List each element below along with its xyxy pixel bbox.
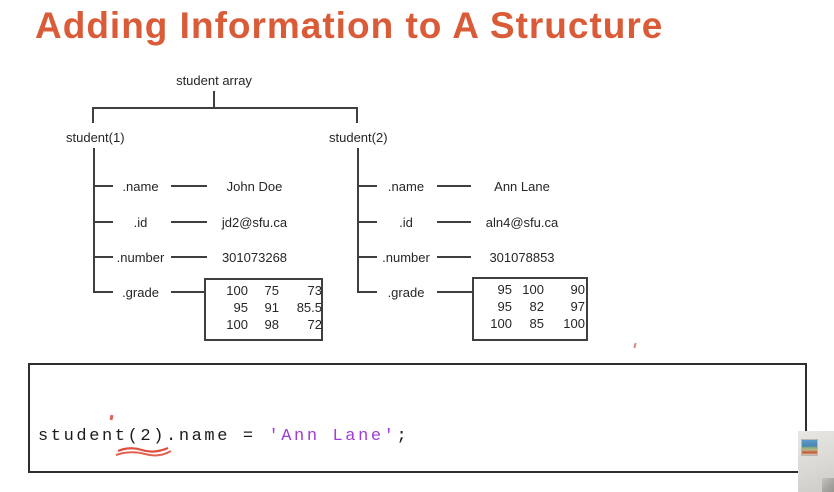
code-line-1: student(2).name = 'Ann Lane';: [38, 423, 717, 457]
code-member: .name =: [166, 427, 269, 446]
grade-cell: 90: [570, 282, 585, 297]
grade-matrix-student2: 95 100 90 95 82 97 100 85 100: [472, 277, 588, 341]
student1-trunk-line: [93, 148, 95, 293]
student1-dash-line: [171, 256, 207, 258]
field-label-number: .number: [116, 250, 165, 265]
grade-cell: 75: [264, 283, 279, 298]
webcam-overlay: [798, 431, 834, 492]
tree-right-drop-line: [356, 107, 358, 123]
field-label-grade: .grade: [122, 285, 159, 300]
grade-cell: 85: [529, 316, 544, 331]
student2-stub-line: [357, 185, 377, 187]
field-value-number: 301073268: [221, 250, 288, 265]
student2-dash-line: [437, 221, 471, 223]
grade-cell: 100: [226, 283, 248, 298]
code-terminator: ;: [396, 427, 410, 446]
grade-cell: 95: [497, 282, 512, 297]
student1-stub-line: [93, 291, 113, 293]
code-string: 'Ann Lane': [268, 427, 397, 446]
tree-branch-bar-line: [92, 107, 358, 109]
field-label-name: .name: [387, 179, 425, 194]
code-index: (2): [127, 427, 167, 446]
student2-dash-line: [437, 185, 471, 187]
field-value-name: Ann Lane: [494, 179, 550, 194]
student2-dash-line: [437, 291, 472, 293]
field-label-number: .number: [382, 250, 430, 265]
code-object: student: [38, 427, 128, 446]
field-value-number: 301078853: [489, 250, 555, 265]
grade-cell: 73: [307, 283, 322, 298]
grade-cell: 85.5: [296, 300, 322, 315]
grade-cell: 100: [522, 282, 544, 297]
field-label-id: .id: [399, 215, 413, 230]
student1-stub-line: [93, 221, 113, 223]
student2-stub-line: [357, 221, 377, 223]
grade-cell: 72: [307, 317, 322, 332]
student2-stub-line: [357, 291, 377, 293]
grade-cell: 100: [563, 316, 585, 331]
student2-stub-line: [357, 256, 377, 258]
grade-cell: 100: [490, 316, 512, 331]
student2-trunk-line: [357, 148, 359, 293]
grade-cell: 100: [226, 317, 248, 332]
slide-title: Adding Information to A Structure: [35, 5, 664, 46]
field-value-id: aln4@sfu.ca: [485, 215, 559, 230]
student1-dash-line: [171, 185, 207, 187]
node-label-student1: student(1): [66, 130, 125, 145]
code-listing: student(2).name = 'Ann Lane'; student(2)…: [38, 369, 717, 492]
field-value-id: jd2@sfu.ca: [221, 215, 288, 230]
node-label-student2: student(2): [329, 130, 388, 145]
field-label-name: .name: [122, 179, 159, 194]
grade-grid: 95 100 90 95 82 97 100 85 100: [476, 279, 586, 332]
grade-cell: 98: [264, 317, 279, 332]
red-squiggle-underline-icon: [115, 446, 172, 457]
field-value-name: John Doe: [226, 179, 283, 194]
code-index-annotated: (2): [115, 423, 172, 457]
student1-stub-line: [93, 185, 113, 187]
student1-stub-line: [93, 256, 113, 258]
grade-cell: 82: [529, 299, 544, 314]
student1-dash-line: [171, 291, 204, 293]
grade-cell: 91: [264, 300, 279, 315]
field-label-grade: .grade: [387, 285, 425, 300]
stray-red-mark: [633, 342, 637, 349]
grade-matrix-student1: 100 75 73 95 91 85.5 100 98 72: [204, 278, 323, 341]
tree-left-drop-line: [92, 107, 94, 123]
tree-root-stem-line: [213, 91, 215, 108]
student2-dash-line: [437, 256, 471, 258]
webcam-shadow-corner: [822, 478, 834, 492]
field-label-id: .id: [133, 215, 148, 230]
grade-cell: 97: [570, 299, 585, 314]
grade-grid: 100 75 73 95 91 85.5 100 98 72: [208, 280, 322, 333]
grade-cell: 95: [233, 300, 248, 315]
tree-root-label: student array: [176, 73, 252, 88]
wall-picture-thumbnail: [801, 439, 818, 456]
grade-cell: 95: [497, 299, 512, 314]
student1-dash-line: [171, 221, 207, 223]
